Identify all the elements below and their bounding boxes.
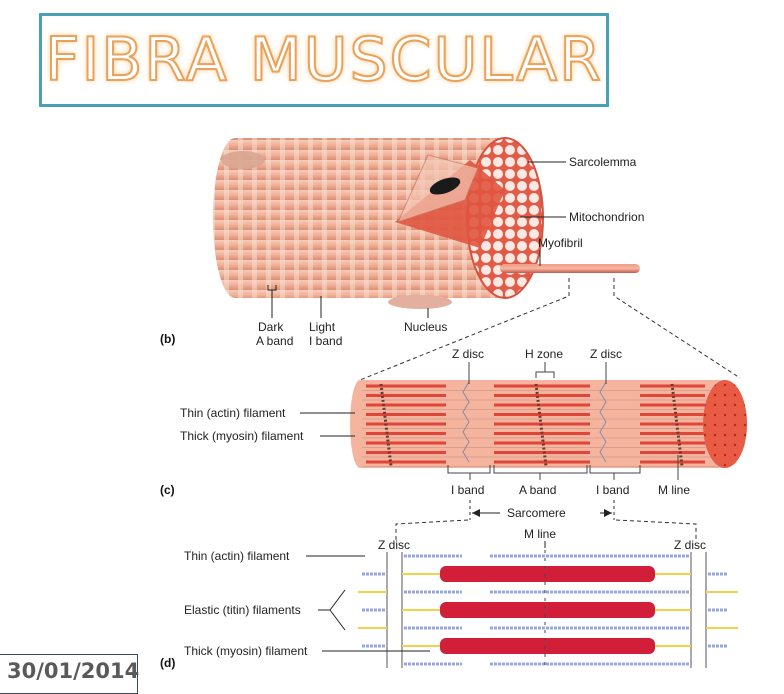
panel-b-muscle-fiber: Sarcolemma Mitochondrion Myofibril Dark … <box>160 137 644 348</box>
label-elastic-filaments: Elastic (titin) filaments <box>184 603 301 617</box>
label-myofibril: Myofibril <box>538 236 583 250</box>
label-thin-filament-d: Thin (actin) filament <box>184 549 290 563</box>
m-line-mark <box>379 383 393 467</box>
top-leaders-c <box>468 362 607 384</box>
m-line-mark <box>534 383 548 467</box>
zoom-lines-b-to-c <box>359 278 741 381</box>
label-z-disc-left-d: Z disc <box>378 538 410 552</box>
myofibril-strand <box>500 264 640 273</box>
label-a-band: A band <box>256 334 293 348</box>
title-box: FIBRA MUSCULAR <box>39 13 609 107</box>
part-label-b: (b) <box>160 332 175 346</box>
label-dark: Dark <box>258 320 284 334</box>
label-z-disc-right-c: Z disc <box>590 347 622 361</box>
elastic-filament-leader <box>318 589 346 631</box>
label-z-disc-left-c: Z disc <box>452 347 484 361</box>
label-thin-filament-c: Thin (actin) filament <box>180 406 286 420</box>
myosin-filament <box>440 566 655 582</box>
label-z-disc-right-d: Z disc <box>674 538 706 552</box>
label-nucleus: Nucleus <box>404 320 447 334</box>
zoom-lines-c-to-d <box>395 519 697 542</box>
myosin-filament <box>440 602 655 618</box>
muscle-fiber-diagram: Sarcolemma Mitochondrion Myofibril Dark … <box>160 137 747 670</box>
myofibril-filaments <box>362 381 720 467</box>
myofibril-end <box>703 380 747 468</box>
label-sarcomere: Sarcomere <box>507 506 566 520</box>
myosin-filament <box>440 638 655 654</box>
label-mitochondrion: Mitochondrion <box>569 210 644 224</box>
z-disc-line <box>599 381 607 463</box>
part-label-c: (c) <box>160 483 175 497</box>
z-disc-line <box>462 381 470 463</box>
label-thick-filament-c: Thick (myosin) filament <box>180 429 304 443</box>
panel-d-sarcomere: Z disc M line Z disc Thin (actin) filame… <box>160 527 738 670</box>
part-label-d: (d) <box>160 656 175 670</box>
nucleus-top <box>221 151 265 169</box>
label-sarcolemma: Sarcolemma <box>569 155 637 169</box>
date-box: 30/01/2014 <box>0 654 140 694</box>
label-m-line-d: M line <box>524 527 556 541</box>
nucleus-dark <box>429 177 461 195</box>
label-a-band: A band <box>519 483 556 497</box>
label-i-band: I band <box>309 334 342 348</box>
slide-date: 30/01/2014 <box>7 659 140 683</box>
sarcomere-filaments <box>358 550 738 668</box>
band-brackets-c <box>447 455 679 480</box>
label-m-line: M line <box>658 483 690 497</box>
slide-title: FIBRA MUSCULAR <box>44 24 603 96</box>
label-thick-filament-d: Thick (myosin) filament <box>184 644 308 658</box>
m-line-mark <box>670 383 684 467</box>
dark-band-leader <box>267 285 277 318</box>
label-i-band-right: I band <box>596 483 629 497</box>
label-h-zone: H zone <box>525 347 563 361</box>
label-i-band-left: I band <box>451 483 484 497</box>
label-light: Light <box>309 320 336 334</box>
panel-c-myofibril: Thin (actin) filament Thick (myosin) fil… <box>160 347 747 520</box>
nucleus-bottom <box>388 295 452 309</box>
